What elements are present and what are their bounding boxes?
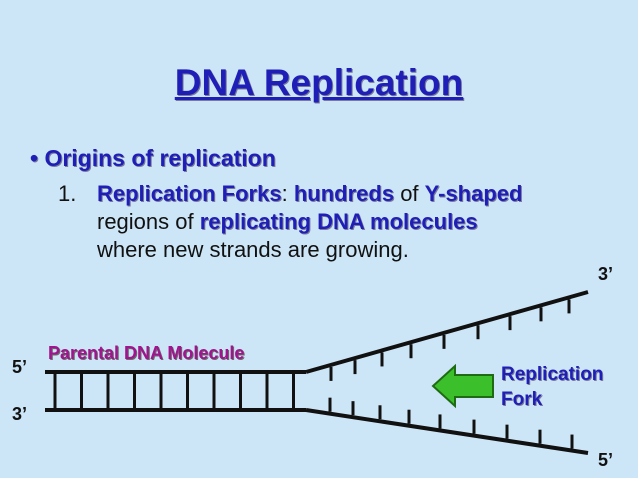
- bullet-origins: • Origins of replication: [30, 145, 276, 172]
- top-strand-bases: [329, 299, 571, 381]
- fork-label-line-1: Replication: [501, 364, 604, 385]
- term-hundreds: hundreds: [293, 181, 395, 206]
- end-label-bottom-left: 3’: [12, 404, 28, 424]
- colon: :: [281, 181, 288, 206]
- item-number: 1.: [58, 181, 77, 206]
- item-line-2: regions of replicating DNA molecules: [97, 208, 522, 236]
- bottom-strand-bases: [328, 397, 574, 449]
- term-replicating-dna: replicating DNA molecules: [199, 209, 478, 234]
- term-replication-forks: Replication Forks: [97, 181, 282, 206]
- regions-of: regions of: [97, 209, 200, 234]
- bullet-text: Origins of replication: [44, 145, 276, 171]
- upper-fork-strand: [305, 290, 589, 374]
- item-text: Replication Forks: hundreds of Y-shaped …: [97, 180, 522, 264]
- word-of: of: [394, 181, 425, 206]
- bullet-symbol: •: [30, 145, 39, 171]
- parental-dna-label: Parental DNA Molecule: [48, 343, 245, 363]
- item-line-1: Replication Forks: hundreds of Y-shaped: [97, 180, 522, 208]
- left-arrow-icon: [431, 363, 494, 409]
- end-label-bottom-right: 5’: [598, 450, 614, 470]
- fork-label-line-2: Fork: [501, 389, 543, 410]
- term-y-shaped: Y-shaped: [424, 181, 523, 206]
- end-label-top-right: 3’: [598, 264, 614, 284]
- end-label-top-left: 5’: [12, 357, 28, 377]
- parental-base-pairs: [53, 372, 295, 410]
- item-line-3: where new strands are growing.: [97, 237, 409, 262]
- lower-fork-strand: [305, 408, 589, 455]
- replication-fork-label: Replication Fork: [501, 362, 603, 412]
- slide-title: DNA Replication: [174, 62, 464, 103]
